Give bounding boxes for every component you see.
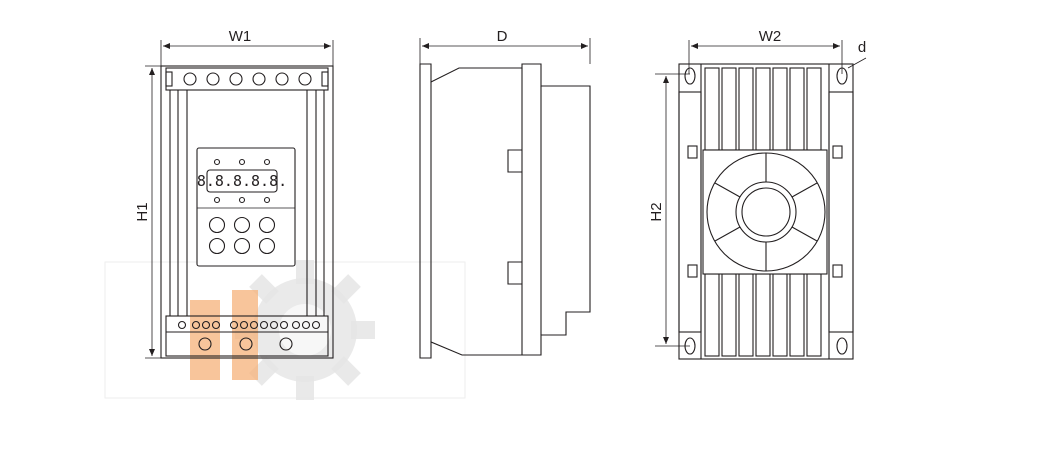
heatsink-fins-bottom [704,273,822,357]
mounting-holes [684,67,848,355]
fan-icon [706,152,826,272]
side-view: D [419,28,591,359]
watermark-logo [104,260,466,400]
h2-label: H2 [648,202,665,221]
rear-view: W2 d H2 [648,28,867,360]
heatsink-fins-top [704,67,822,151]
keypad-buttons [208,216,276,255]
w2-label: W2 [759,28,782,45]
h1-label: H1 [134,202,151,221]
led-display-readout: 8.8.8.8.8. [197,172,287,190]
hole-diameter-label: d [858,39,866,56]
d-label: D [497,28,508,45]
w1-label: W1 [229,28,252,45]
front-view: W1 H1 [134,28,334,359]
